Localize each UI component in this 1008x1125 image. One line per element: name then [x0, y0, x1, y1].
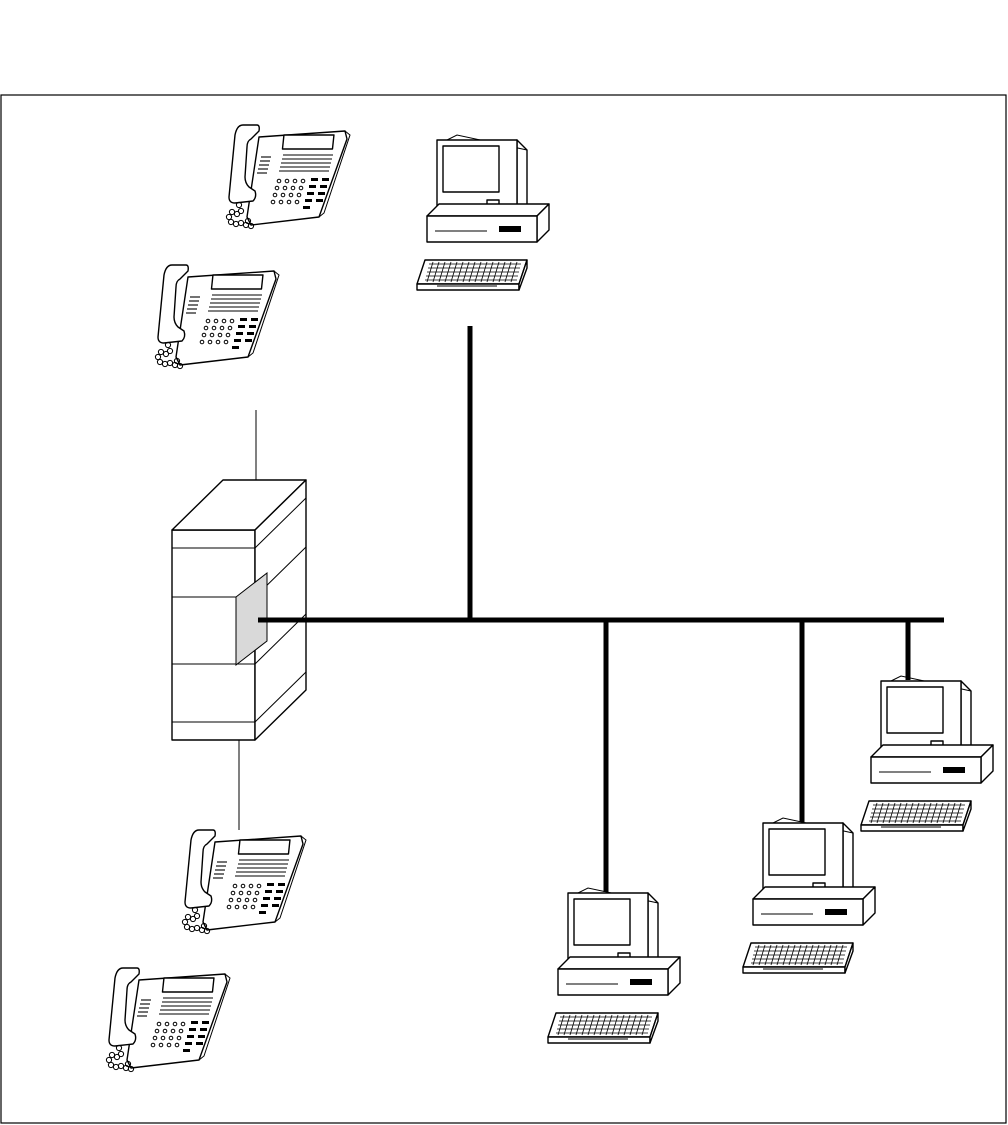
telephone-icon — [226, 125, 350, 229]
telephone-icon — [182, 830, 306, 934]
telephone-icon — [106, 968, 230, 1072]
diagram-frame — [1, 95, 1006, 1123]
pbx-server-icon — [172, 480, 306, 740]
telephone-icon — [155, 265, 279, 369]
desktop-computer-icon — [861, 676, 993, 831]
desktop-computer-icon — [548, 888, 680, 1043]
desktop-computer-icon — [417, 135, 549, 290]
desktop-computer-icon — [743, 818, 875, 973]
